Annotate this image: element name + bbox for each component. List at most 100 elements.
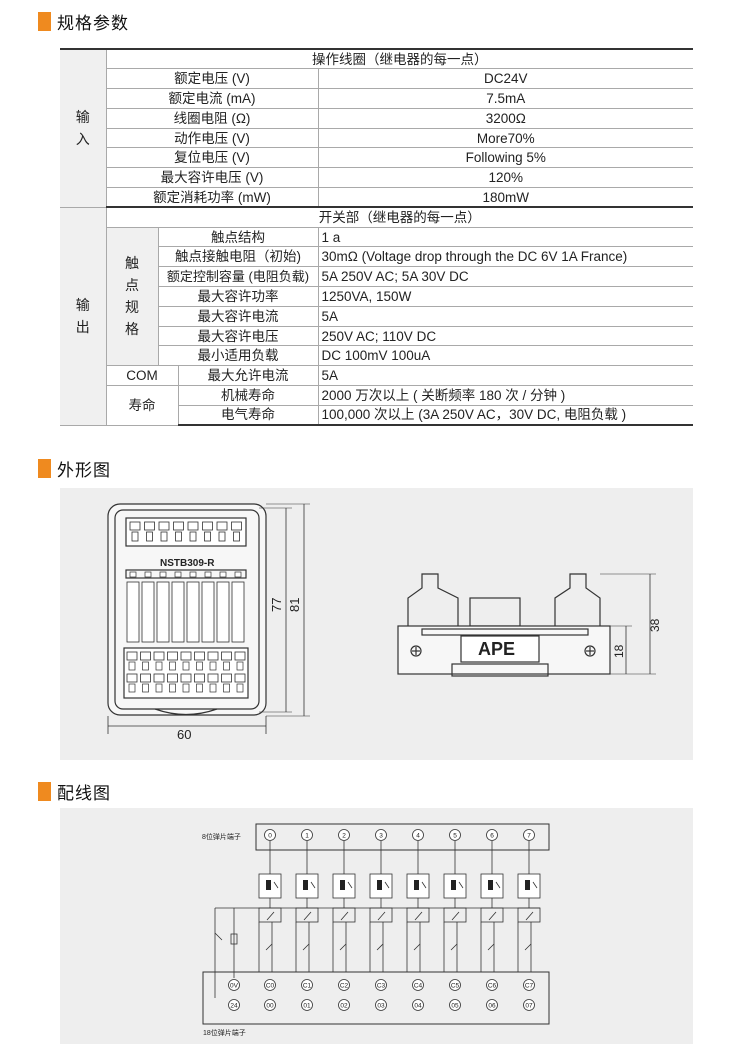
terminal-slot bbox=[202, 521, 213, 531]
top-terminal-label-text: 2 bbox=[342, 833, 346, 840]
terminal-slot bbox=[221, 673, 232, 683]
terminal-slot bbox=[216, 521, 228, 531]
relay-contact-box bbox=[258, 907, 282, 923]
terminal-screw bbox=[236, 683, 244, 693]
contact-switch bbox=[340, 911, 349, 921]
bottom-terminal bbox=[301, 979, 313, 991]
section-accent-bar bbox=[38, 458, 51, 478]
terminal-slot bbox=[153, 673, 165, 683]
led-indicator bbox=[234, 571, 242, 578]
table-row: 额定控制容量 (电阻负载)5A 250V AC; 5A 30V DC bbox=[60, 266, 693, 288]
contact-switch bbox=[265, 943, 273, 951]
bottom-terminal-label-text: 01 bbox=[303, 1003, 311, 1010]
contact-switch bbox=[339, 943, 347, 951]
relay-coil bbox=[414, 880, 419, 890]
relay-coil bbox=[525, 880, 530, 890]
table-row: 额定电压 (V)DC24V bbox=[60, 68, 693, 90]
relay-coil bbox=[340, 880, 345, 890]
terminal-slot bbox=[180, 651, 192, 661]
output-group-cell: 输出 bbox=[60, 206, 107, 426]
dim-height-inner: 77 bbox=[269, 598, 284, 612]
bottom-terminal-label-text: 24 bbox=[230, 1003, 238, 1010]
top-terminal-label-text: 3 bbox=[379, 833, 383, 840]
bottom-terminal-label-text: 05 bbox=[451, 1003, 459, 1010]
terminal-screw bbox=[155, 683, 163, 693]
terminal-slot bbox=[167, 673, 178, 683]
bottom-terminal bbox=[264, 999, 276, 1011]
relay-contact-box bbox=[406, 907, 430, 923]
table-row: 电气寿命 100,000 次以上 (3A 250V AC，30V DC, 电阻负… bbox=[60, 404, 693, 427]
bottom-terminal-label-text: 03 bbox=[377, 1003, 385, 1010]
top-terminal bbox=[264, 829, 276, 841]
bottom-terminal-label-text: C5 bbox=[451, 983, 460, 990]
led-indicator bbox=[204, 571, 212, 578]
bottom-terminal bbox=[486, 999, 498, 1011]
dimension-drawing: NSTB309-R 60 77 81 APE 38 18 bbox=[107, 503, 662, 742]
terminal-screw bbox=[128, 661, 136, 671]
section-title: 外形图 bbox=[57, 460, 111, 480]
top-terminal-label-text: 5 bbox=[453, 833, 457, 840]
diode-symbol bbox=[458, 881, 464, 889]
top-terminal-label-text: 1 bbox=[305, 833, 309, 840]
output-header: 开关部（继电器的每一点） bbox=[105, 206, 693, 228]
relay-contact-box bbox=[517, 907, 541, 923]
relay-contact-box bbox=[480, 907, 504, 923]
top-terminal bbox=[412, 829, 424, 841]
diode-symbol bbox=[384, 881, 390, 889]
contact-switch bbox=[524, 943, 532, 951]
dim-rail-height: 18 bbox=[612, 644, 626, 658]
terminal-slot bbox=[153, 651, 165, 661]
terminal-screw bbox=[160, 531, 168, 542]
terminal-slot bbox=[180, 673, 192, 683]
terminal-slot bbox=[167, 651, 178, 661]
terminal-screw bbox=[209, 683, 217, 693]
terminal-slot bbox=[173, 521, 184, 531]
bottom-terminal-label-text: C6 bbox=[488, 983, 497, 990]
top-terminal-label-text: 4 bbox=[416, 833, 420, 840]
led-indicator bbox=[129, 571, 137, 578]
relay-module bbox=[186, 581, 200, 643]
bottom-terminal bbox=[338, 999, 350, 1011]
bottom-terminal bbox=[523, 999, 535, 1011]
terminal-screw bbox=[142, 661, 149, 671]
spec-table: 输入 操作线圈（继电器的每一点） 额定电压 (V)DC24V 额定电流 (mA)… bbox=[60, 47, 693, 427]
dim-height-outer: 81 bbox=[287, 598, 302, 612]
bottom-terminal bbox=[228, 979, 240, 991]
life-cell: 寿命 bbox=[105, 385, 179, 426]
bottom-terminal bbox=[486, 979, 498, 991]
terminal-screw bbox=[175, 531, 182, 542]
contact-switch bbox=[303, 911, 312, 921]
bottom-terminal-label-text: 0V bbox=[230, 983, 239, 990]
bottom-terminal-label-text: C1 bbox=[303, 983, 312, 990]
terminal-slot bbox=[140, 673, 151, 683]
input-header: 操作线圈（继电器的每一点） bbox=[105, 48, 693, 70]
front-view bbox=[107, 503, 310, 734]
contact-switch bbox=[414, 911, 423, 921]
section-accent-bar bbox=[38, 781, 51, 801]
terminal-slot bbox=[140, 651, 151, 661]
resistor-symbol bbox=[230, 933, 238, 945]
diode-symbol bbox=[421, 881, 427, 889]
led-indicator bbox=[159, 571, 167, 578]
dim-width: 60 bbox=[177, 727, 191, 742]
dim-side-height: 38 bbox=[648, 618, 662, 632]
contact-switch bbox=[266, 911, 275, 921]
terminal-slot bbox=[126, 673, 138, 683]
relay-module bbox=[156, 581, 170, 643]
bottom-terminal bbox=[412, 999, 424, 1011]
bottom-terminal-label-text: C2 bbox=[340, 983, 349, 990]
bottom-terminal bbox=[449, 999, 461, 1011]
relay-module bbox=[141, 581, 155, 643]
contact-switch bbox=[451, 911, 460, 921]
bottom-terminal-label: 18位弹片端子 bbox=[203, 1028, 246, 1037]
side-view bbox=[397, 573, 656, 677]
relay-coil bbox=[451, 880, 456, 890]
terminal-screw bbox=[223, 661, 230, 671]
terminal-slot bbox=[231, 521, 242, 531]
terminal-slot bbox=[129, 521, 141, 531]
table-row: 触点规格 触点结构 1 a bbox=[60, 226, 693, 367]
input-group-cell: 输入 bbox=[60, 47, 107, 208]
diode-symbol bbox=[273, 881, 279, 889]
terminal-screw bbox=[142, 683, 149, 693]
